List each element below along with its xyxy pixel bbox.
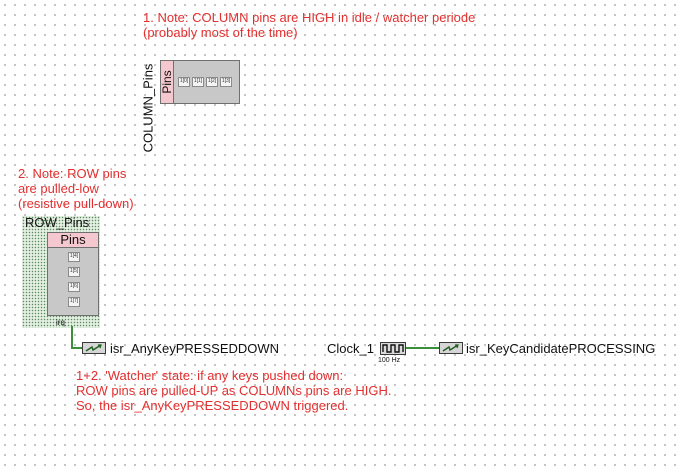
row-pins-header: Pins [48, 233, 98, 248]
isr-any-key-name: isr_AnyKeyPRESSEDDOWN [110, 341, 280, 356]
clock-wire[interactable] [406, 347, 439, 349]
column-pin-3[interactable]: 1[3] [220, 77, 232, 87]
row-pins-name: ROW_Pins [25, 215, 90, 230]
irq-wire-horizontal[interactable] [71, 347, 82, 349]
interrupt-icon [85, 344, 102, 352]
isr-key-candidate-name: isr_KeyCandidatePROCESSING [466, 341, 656, 356]
watcher-note-line-1: 1+2. 'Watcher' state: if any keys pushed… [76, 368, 344, 383]
column-pin-0[interactable]: 1[0] [178, 77, 190, 87]
isr-key-candidate-component[interactable] [439, 342, 463, 354]
row-pin-5[interactable]: 1[5] [68, 267, 80, 277]
column-pins-name: COLUMN_Pins [140, 63, 156, 153]
watcher-note-line-3: So, the isr_AnyKeyPRESSEDDOWN triggered. [76, 398, 349, 413]
column-pins-header-label: Pins [160, 70, 174, 94]
row-note-line-2: are pulled-low [18, 181, 99, 196]
row-note-line-3: (resistive pull-down) [18, 196, 134, 211]
row-pin-4[interactable]: 1[4] [68, 252, 80, 262]
column-pin-1[interactable]: 1[1] [192, 77, 204, 87]
column-note-line-1: 1. Note: COLUMN pins are HIGH in idle / … [143, 10, 476, 25]
column-note-line-2: (probably most of the time) [143, 25, 298, 40]
column-pins-header: Pins [160, 61, 174, 103]
irq-label: irq [56, 318, 65, 327]
isr-any-key-component[interactable] [82, 342, 106, 354]
irq-wire-vertical[interactable] [71, 326, 73, 349]
clock-waveform-icon [382, 344, 404, 353]
watcher-note-line-2: ROW pins are pulled-UP as COLUMNs pins a… [76, 383, 392, 398]
row-note-line-1: 2. Note: ROW pins [18, 166, 127, 181]
interrupt-icon [442, 344, 459, 352]
column-pins-component[interactable]: Pins 1[0] 1[1] 1[2] 1[3] [160, 60, 240, 104]
row-pins-component[interactable]: Pins 1[4] 1[5] 1[6] 1[7] [47, 232, 99, 316]
clock-component[interactable] [380, 342, 406, 355]
row-pin-6[interactable]: 1[6] [68, 282, 80, 292]
clock-frequency: 100 Hz [378, 357, 401, 364]
column-pin-2[interactable]: 1[2] [206, 77, 218, 87]
row-pin-7[interactable]: 1[7] [68, 297, 80, 307]
clock-name: Clock_1 [327, 341, 374, 356]
